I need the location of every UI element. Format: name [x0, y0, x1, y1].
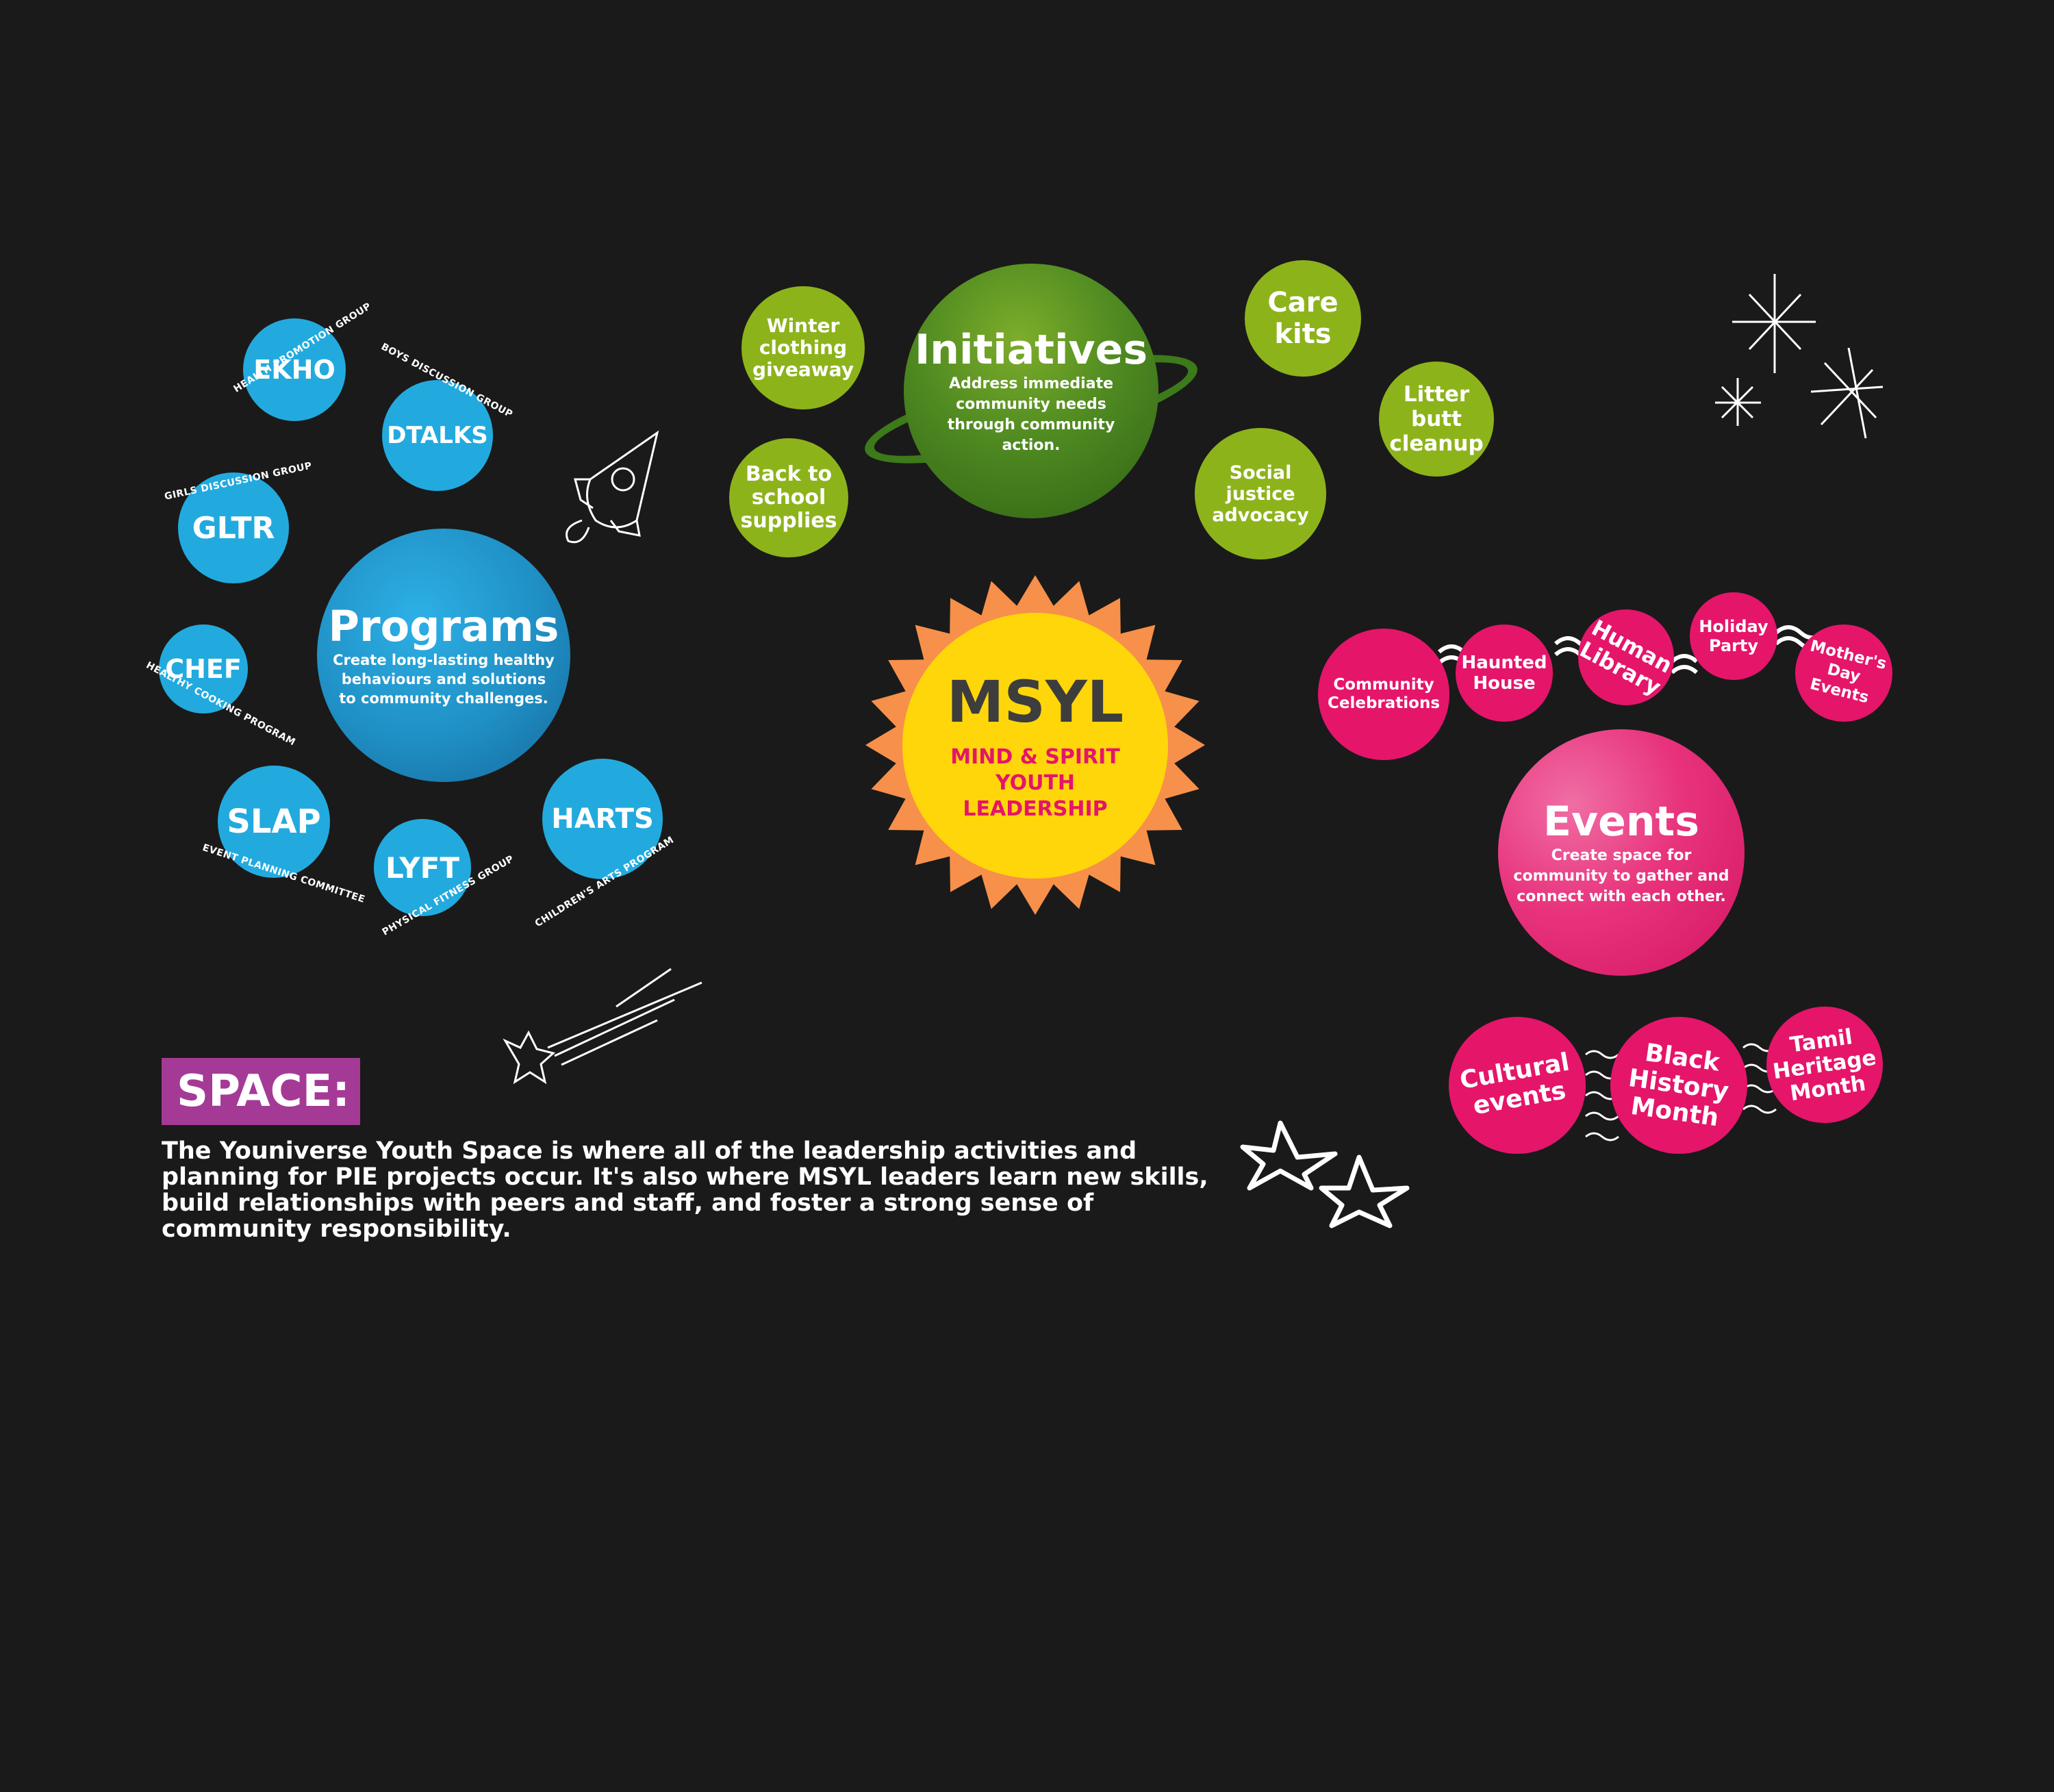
initiative-social-justice[interactable]: Social justice advocacy: [1195, 428, 1326, 559]
program-slap-label: SLAP: [227, 803, 321, 841]
star-outline-icon: [1240, 1120, 1410, 1228]
programs-planet[interactable]: Programs Create long-lasting healthy beh…: [317, 529, 570, 782]
event-mothers-day[interactable]: Mother's Day Events: [1795, 624, 1892, 722]
initiatives-description: Address immediate community needs throug…: [947, 375, 1115, 454]
program-gltr[interactable]: GLTR: [178, 472, 289, 583]
event-community-celebrations-label: Community Celebrations: [1327, 676, 1441, 712]
events-title: Events: [1543, 798, 1699, 846]
event-cultural-label: Cultural events: [1458, 1048, 1572, 1121]
event-mothers-day-label: Mother's Day Events: [1808, 636, 1888, 707]
event-black-history[interactable]: Black History Month: [1610, 1017, 1747, 1154]
program-chef[interactable]: CHEF: [159, 624, 248, 714]
initiative-litter-butt[interactable]: Litter butt cleanup: [1379, 362, 1494, 477]
space-heading: SPACE:: [162, 1058, 360, 1125]
rocket-icon: [566, 430, 659, 544]
programs-description: Create long-lasting healthy behaviours a…: [333, 652, 555, 707]
initiative-winter-clothing[interactable]: Winter clothing giveaway: [741, 286, 865, 409]
event-black-history-label: Black History Month: [1627, 1038, 1731, 1133]
event-haunted-house[interactable]: Haunted House: [1456, 624, 1553, 722]
program-dtalks-label: DTALKS: [387, 422, 488, 449]
program-slap[interactable]: SLAP: [218, 766, 330, 878]
program-gltr-label: GLTR: [192, 510, 275, 546]
program-ekho[interactable]: EKHO: [243, 318, 346, 421]
event-holiday-party[interactable]: Holiday Party: [1690, 592, 1777, 680]
program-chef-label: CHEF: [165, 654, 242, 684]
initiative-care-kits-label: Care kits: [1267, 287, 1339, 350]
programs-title: Programs: [328, 601, 559, 651]
initiative-back-to-school-label: Back to school supplies: [740, 462, 837, 533]
program-dtalks[interactable]: DTALKS: [382, 380, 493, 491]
initiative-winter-clothing-label: Winter clothing giveaway: [752, 314, 854, 381]
program-ekho-label: EKHO: [253, 355, 335, 385]
event-human-library-label: Human Library: [1575, 614, 1677, 701]
msyl-title: MSYL: [946, 668, 1124, 735]
event-human-library[interactable]: Human Library: [1575, 609, 1677, 705]
program-harts-label: HARTS: [551, 803, 654, 835]
events-planet[interactable]: Events Create space for community to gat…: [1498, 729, 1745, 976]
event-haunted-house-label: Haunted House: [1461, 653, 1547, 694]
event-community-celebrations[interactable]: Community Celebrations: [1318, 629, 1449, 760]
program-lyft[interactable]: LYFT: [374, 819, 471, 916]
event-cultural[interactable]: Cultural events: [1449, 1017, 1586, 1154]
initiative-back-to-school[interactable]: Back to school supplies: [729, 438, 848, 557]
sparkle-icon: [1715, 274, 1884, 439]
event-holiday-party-label: Holiday Party: [1699, 617, 1768, 655]
shooting-star-icon: [503, 968, 702, 1085]
initiative-social-justice-label: Social justice advocacy: [1212, 462, 1309, 526]
msyl-sun[interactable]: MSYL MIND & SPIRIT YOUTH LEADERSHIP: [902, 613, 1168, 879]
space-description: The Youniverse Youth Space is where all …: [162, 1137, 1208, 1243]
program-lyft-label: LYFT: [385, 850, 459, 885]
event-tamil-heritage[interactable]: Tamil Heritage Month: [1766, 1007, 1883, 1123]
events-description: Create space for community to gather and…: [1513, 847, 1729, 905]
program-harts[interactable]: HARTS: [542, 759, 663, 879]
initiative-litter-butt-label: Litter butt cleanup: [1389, 382, 1484, 456]
initiatives-planet[interactable]: Initiatives Address immediate community …: [904, 264, 1158, 518]
msyl-subtitle: MIND & SPIRIT YOUTH LEADERSHIP: [950, 745, 1120, 821]
event-tamil-heritage-label: Tamil Heritage Month: [1771, 1024, 1878, 1106]
initiatives-title: Initiatives: [914, 326, 1148, 374]
initiative-care-kits[interactable]: Care kits: [1245, 260, 1361, 377]
